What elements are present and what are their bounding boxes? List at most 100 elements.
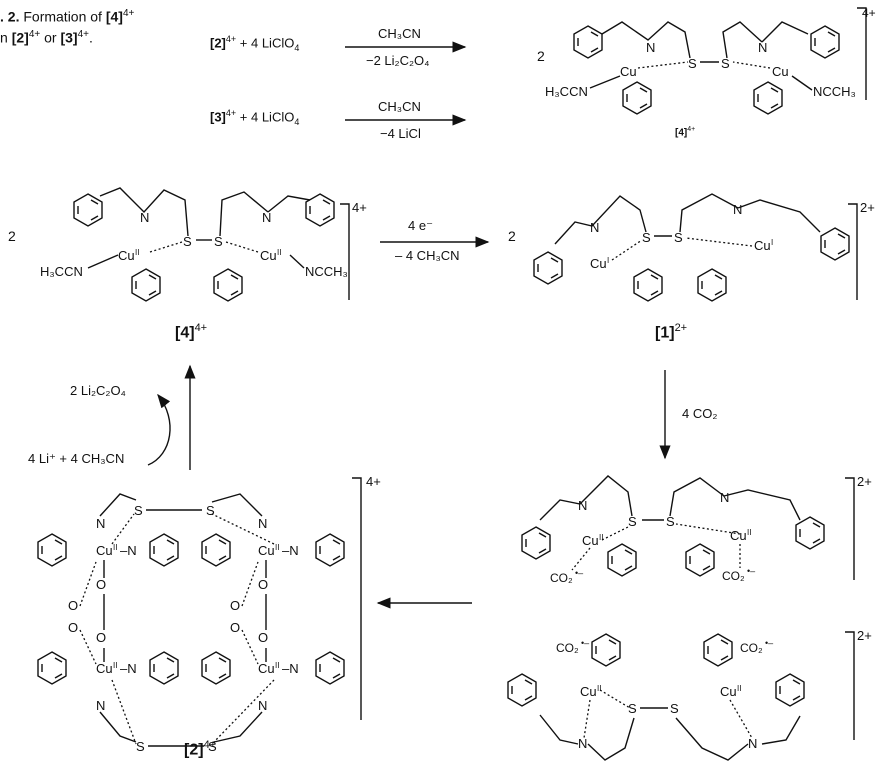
svg-text:•–: •–: [575, 568, 583, 578]
svg-text:S: S: [214, 234, 223, 249]
bottom-left-structure: Cu II –N Cu II –N Cu II –N Cu II –N S S …: [37, 477, 362, 754]
svg-text:CO₂: CO₂: [550, 571, 573, 585]
svg-text:S: S: [670, 701, 679, 716]
svg-text:II: II: [113, 661, 117, 670]
svg-text:NCCH₃: NCCH₃: [305, 264, 348, 279]
svg-text:CO₂: CO₂: [740, 641, 763, 655]
svg-text:N: N: [578, 498, 587, 513]
bottom-right-upper-structure: Cu II Cu II N N S S CO₂ •– CO₂ •–: [521, 475, 855, 585]
svg-text:CO₂: CO₂: [556, 641, 579, 655]
svg-text:N: N: [140, 210, 149, 225]
svg-text:N: N: [258, 516, 267, 531]
svg-text:O: O: [258, 630, 268, 645]
svg-text:S: S: [208, 739, 217, 754]
svg-text:N: N: [578, 736, 587, 751]
atom-n: N: [646, 40, 655, 55]
svg-text:O: O: [230, 598, 240, 613]
svg-text:S: S: [721, 56, 730, 71]
svg-text:Cu: Cu: [258, 661, 275, 676]
svg-text:Cu: Cu: [96, 661, 113, 676]
top-product-coefficient: 2: [537, 48, 545, 64]
svg-text:I: I: [771, 238, 773, 247]
svg-text:•–: •–: [765, 638, 773, 648]
svg-text:•–: •–: [747, 566, 755, 576]
svg-text:S: S: [628, 701, 637, 716]
bottom-right-charge-2: 2+: [857, 628, 872, 643]
svg-text:Cu: Cu: [754, 238, 771, 253]
svg-text:Cu: Cu: [620, 64, 637, 79]
svg-text:–N: –N: [120, 661, 137, 676]
reaction1-reactant: [2]4+ + 4 LiClO4: [210, 34, 300, 53]
svg-text:O: O: [96, 630, 106, 645]
svg-text:N: N: [720, 490, 729, 505]
bottom-right-lower-structure: Cu II Cu II N N S S CO₂ •– CO₂ •–: [507, 631, 855, 761]
svg-text:–N: –N: [282, 543, 299, 558]
mid-right-coefficient: 2: [508, 228, 516, 244]
svg-text:–N: –N: [282, 661, 299, 676]
svg-text:O: O: [68, 598, 78, 613]
svg-text:O: O: [96, 577, 106, 592]
svg-text:S: S: [134, 503, 143, 518]
figure-caption: . 2. Formation of [4]4+ n [2]4+ or [3]4+…: [0, 8, 135, 46]
bottom-left-bracket-charge: 4+: [366, 474, 381, 489]
reaction1-condition-below: −2 Li₂C₂O₄: [366, 53, 430, 68]
svg-text:Cu: Cu: [590, 256, 607, 271]
svg-text:Cu: Cu: [260, 248, 277, 263]
mid-left-label: [4]4+: [175, 322, 208, 342]
mid-left-structure: Cu II Cu II N N S S H₃CCN NCCH₃: [40, 187, 350, 302]
svg-text:N: N: [258, 698, 267, 713]
reaction1-condition-above: CH₃CN: [378, 26, 421, 41]
reaction2-condition-below: −4 LiCl: [380, 126, 421, 141]
svg-text:II: II: [275, 661, 279, 670]
svg-text:II: II: [747, 528, 751, 537]
top-product-structure: N N Cu Cu S S H₃CCN NCCH₃: [545, 7, 867, 115]
up-arrow-released: 2 Li₂C₂O₄: [70, 383, 126, 398]
mid-right-structure: Cu I Cu I N N S S: [533, 193, 858, 302]
svg-text:CO₂: CO₂: [722, 569, 745, 583]
svg-text:•–: •–: [581, 638, 589, 648]
bottom-right-charge-1: 2+: [857, 474, 872, 489]
reaction2-reactant: [3]4+ + 4 LiClO4: [210, 108, 300, 127]
svg-text:Cu: Cu: [258, 543, 275, 558]
mid-arrow-below: – 4 CH₃CN: [395, 248, 460, 263]
svg-text:N: N: [96, 516, 105, 531]
svg-text:S: S: [206, 503, 215, 518]
svg-text:II: II: [599, 533, 603, 542]
svg-text:S: S: [628, 514, 637, 529]
svg-text:N: N: [748, 736, 757, 751]
svg-text:S: S: [642, 230, 651, 245]
curved-arrow: [147, 393, 171, 466]
svg-text:II: II: [275, 543, 279, 552]
svg-text:Cu: Cu: [582, 533, 599, 548]
svg-text:Cu: Cu: [96, 543, 113, 558]
mid-right-label: [1]2+: [655, 322, 688, 342]
svg-text:Cu: Cu: [580, 684, 597, 699]
svg-text:II: II: [597, 684, 601, 693]
mid-left-bracket-charge: 4+: [352, 200, 367, 215]
svg-text:H₃CCN: H₃CCN: [545, 84, 588, 99]
reaction2-condition-above: CH₃CN: [378, 99, 421, 114]
svg-text:II: II: [737, 684, 741, 693]
svg-text:S: S: [674, 230, 683, 245]
down-arrow-label: 4 CO₂: [682, 406, 718, 421]
svg-text:S: S: [183, 234, 192, 249]
svg-text:N: N: [590, 220, 599, 235]
svg-text:O: O: [68, 620, 78, 635]
svg-text:N: N: [758, 40, 767, 55]
svg-text:S: S: [688, 56, 697, 71]
svg-text:S: S: [666, 514, 675, 529]
svg-text:N: N: [262, 210, 271, 225]
mid-left-coefficient: 2: [8, 228, 16, 244]
svg-text:S: S: [136, 739, 145, 754]
svg-text:H₃CCN: H₃CCN: [40, 264, 83, 279]
svg-text:II: II: [113, 543, 117, 552]
svg-text:–N: –N: [120, 543, 137, 558]
svg-text:Cu: Cu: [720, 684, 737, 699]
top-product-label: [4]4+: [675, 126, 696, 139]
up-arrow-added: 4 Li⁺ + 4 CH₃CN: [28, 451, 125, 466]
svg-text:O: O: [230, 620, 240, 635]
mid-right-bracket-charge: 2+: [860, 200, 875, 215]
svg-text:I: I: [607, 256, 609, 265]
svg-text:II: II: [277, 248, 281, 257]
